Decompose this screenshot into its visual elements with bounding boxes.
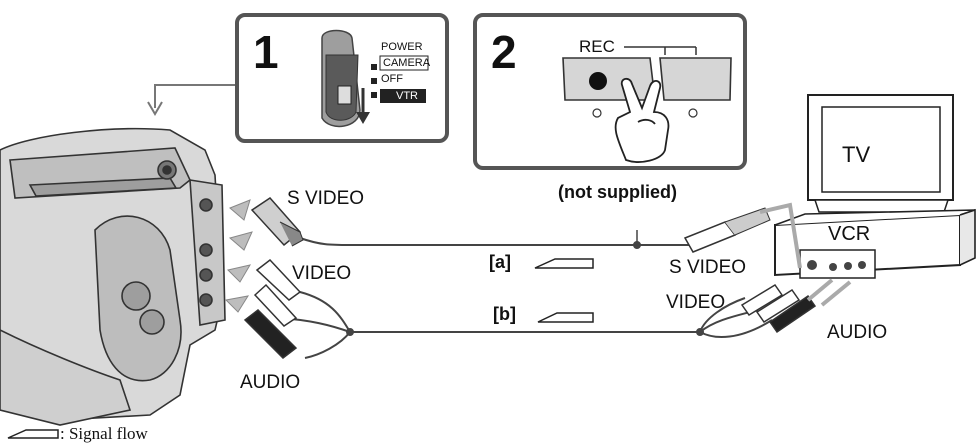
vcr-label: VCR (828, 223, 871, 245)
svideo-plug-vcr (683, 207, 771, 253)
power-label: POWER (381, 41, 423, 53)
video-plug-vcr (740, 283, 784, 317)
signal-flow-arrow-icon (534, 258, 594, 269)
pointing-hand-icon (614, 77, 670, 163)
camcorder-video-label: VIDEO (292, 263, 352, 284)
signal-flow-arrow-icon (537, 312, 594, 323)
rec-label: REC (579, 37, 615, 56)
power-switch[interactable] (321, 29, 370, 128)
audio-plug-vcr-white (755, 288, 801, 324)
step-1-number: 1 (253, 26, 279, 78)
redirect-arrow-icon (154, 84, 237, 108)
not-supplied-note: (not supplied) (558, 182, 677, 202)
cable-a (299, 230, 690, 249)
camcorder-svideo-label: S VIDEO (287, 188, 365, 209)
camcorder-audio-label: AUDIO (240, 372, 301, 393)
vcr-svideo-label: S VIDEO (669, 257, 747, 278)
cable-a-label: [a] (489, 252, 511, 272)
signal-flow-arrow-icon (7, 429, 59, 439)
vcr-illustration (774, 208, 976, 279)
tv-label: TV (842, 142, 871, 167)
legend-signal-flow: : Signal flow (60, 424, 148, 443)
vcr-audio-label: AUDIO (827, 322, 888, 343)
camcorder-illustration (0, 127, 226, 426)
vtr-position-label: VTR (396, 90, 418, 102)
audio-plug-vcr-red (768, 294, 817, 334)
camera-position-label: CAMERA (383, 57, 431, 69)
vcr-video-label: VIDEO (666, 292, 726, 313)
tv-illustration (807, 94, 954, 213)
cable-b (279, 291, 773, 359)
step-2-number: 2 (491, 26, 517, 78)
audio-plug-red (243, 309, 298, 359)
video-plug-camcorder (255, 258, 302, 301)
cable-b-label: [b] (493, 304, 516, 324)
off-position-label: OFF (381, 73, 403, 85)
audio-plug-white (253, 283, 298, 327)
svideo-plug-camcorder (250, 197, 304, 247)
rec-button[interactable] (562, 57, 656, 101)
start-stop-button[interactable] (659, 57, 732, 101)
